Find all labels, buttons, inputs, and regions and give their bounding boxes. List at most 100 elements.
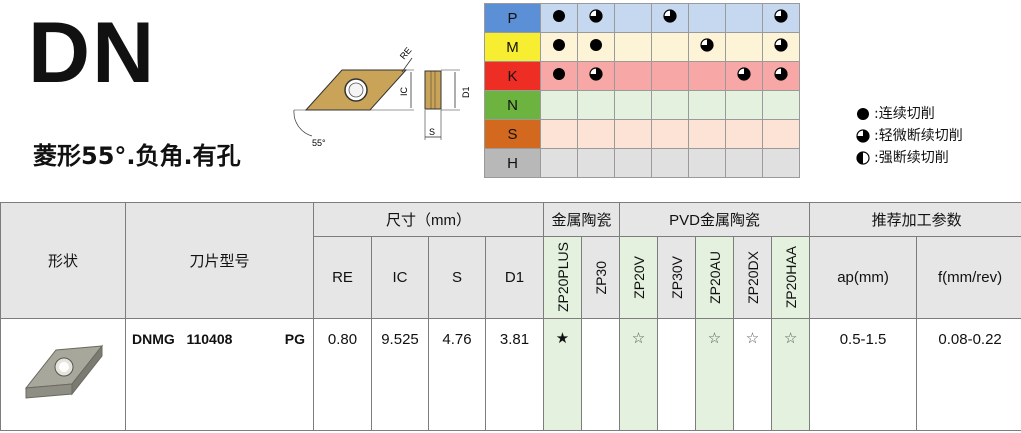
material-mark-cell xyxy=(614,32,652,62)
material-mark-cell xyxy=(651,3,689,33)
three-quarter-circle-icon xyxy=(663,9,677,23)
dim-header-d1: D1 xyxy=(485,236,544,319)
three-quarter-circle-icon xyxy=(774,9,788,23)
material-mark-cell xyxy=(762,148,800,178)
material-label: H xyxy=(484,148,541,178)
grade-header: ZP20HAA xyxy=(771,236,811,319)
model-code: DNMG 110408 xyxy=(132,331,233,347)
grade-header: ZP20PLUS xyxy=(543,236,582,319)
ic-label: IC xyxy=(399,86,409,96)
material-mark-cell xyxy=(540,148,578,178)
material-row-h: H xyxy=(484,148,800,178)
full-circle-icon xyxy=(857,108,869,120)
param-header: ap(mm) xyxy=(809,236,918,319)
material-mark-cell xyxy=(688,61,726,91)
legend: :连续切削 :轻微断续切削 :强断续切削 xyxy=(856,103,963,169)
material-mark-cell xyxy=(725,32,763,62)
grade-header: ZP20V xyxy=(619,236,659,319)
chipbreaker-code: PG xyxy=(284,331,305,347)
material-mark-cell xyxy=(688,148,726,178)
three-quarter-circle-icon xyxy=(774,38,788,52)
material-row-p: P xyxy=(484,3,800,33)
s-label: S xyxy=(429,127,435,137)
insert-code: DN xyxy=(28,5,157,101)
material-mark-cell xyxy=(762,119,800,149)
dim-header-re: RE xyxy=(313,236,372,319)
insert-description: 菱形55°.负角.有孔 xyxy=(33,142,241,170)
material-mark-cell xyxy=(725,90,763,120)
ap-value: 0.5-1.5 xyxy=(809,318,918,431)
material-mark-cell xyxy=(540,61,578,91)
grade-availability-cell: ☆ xyxy=(619,318,659,431)
material-mark-cell xyxy=(688,90,726,120)
grade-header: ZP30V xyxy=(657,236,697,319)
param-header: f(mm/rev) xyxy=(916,236,1021,319)
material-label: P xyxy=(484,3,541,33)
material-label: N xyxy=(484,90,541,120)
material-row-n: N xyxy=(484,90,800,120)
grade-availability-cell xyxy=(657,318,697,431)
full-circle-icon xyxy=(553,68,565,80)
material-mark-cell xyxy=(762,61,800,91)
material-mark-cell xyxy=(651,61,689,91)
insert-photo-icon xyxy=(24,344,104,399)
grade-availability-cell xyxy=(580,318,621,431)
material-mark-cell xyxy=(614,3,652,33)
material-mark-cell xyxy=(688,119,726,149)
legend-text: :连续切削 xyxy=(874,106,935,122)
material-mark-cell xyxy=(651,119,689,149)
cermet-header: 金属陶瓷 xyxy=(542,202,621,237)
insert-diagram: RE IC D1 S 55° xyxy=(293,45,471,148)
material-mark-cell xyxy=(651,148,689,178)
material-label: S xyxy=(484,119,541,149)
material-mark-cell xyxy=(577,61,615,91)
legend-item: :强断续切削 xyxy=(856,147,963,169)
grade-header: ZP20DX xyxy=(733,236,773,319)
legend-text: :强断续切削 xyxy=(874,150,949,166)
material-row-m: M xyxy=(484,32,800,62)
three-quarter-circle-icon xyxy=(737,67,751,81)
f-value: 0.08-0.22 xyxy=(916,318,1021,431)
dim-header-ic: IC xyxy=(371,236,429,319)
grade-availability-cell: ☆ xyxy=(733,318,773,431)
three-quarter-circle-icon xyxy=(589,9,603,23)
full-circle-icon xyxy=(590,39,602,51)
insert-photo xyxy=(0,318,126,431)
material-mark-cell xyxy=(725,148,763,178)
re-value: 0.80 xyxy=(313,318,372,431)
material-mark-cell xyxy=(577,3,615,33)
material-mark-cell xyxy=(725,119,763,149)
material-mark-cell xyxy=(762,90,800,120)
material-label: K xyxy=(484,61,541,91)
material-mark-cell xyxy=(540,90,578,120)
grade-header: ZP20AU xyxy=(695,236,735,319)
insert-side-view xyxy=(424,70,442,110)
angle-label: 55° xyxy=(312,138,326,148)
material-mark-cell xyxy=(577,90,615,120)
params-header: 推荐加工参数 xyxy=(809,202,1021,237)
material-mark-cell xyxy=(762,3,800,33)
grade-availability-cell: ★ xyxy=(543,318,582,431)
grade-availability-cell: ☆ xyxy=(695,318,735,431)
three-quarter-circle-icon xyxy=(589,67,603,81)
material-mark-cell xyxy=(614,148,652,178)
d1-value: 3.81 xyxy=(485,318,544,431)
full-circle-icon xyxy=(553,10,565,22)
dim-header-s: S xyxy=(428,236,486,319)
material-mark-cell xyxy=(762,32,800,62)
legend-text: :轻微断续切削 xyxy=(874,128,963,144)
material-mark-cell xyxy=(725,61,763,91)
material-row-s: S xyxy=(484,119,800,149)
material-mark-cell xyxy=(614,90,652,120)
material-mark-cell xyxy=(688,3,726,33)
material-mark-cell xyxy=(577,148,615,178)
ic-value: 9.525 xyxy=(371,318,429,431)
material-mark-cell xyxy=(540,119,578,149)
legend-item: :连续切削 xyxy=(856,103,963,125)
s-value: 4.76 xyxy=(428,318,486,431)
material-mark-cell xyxy=(614,119,652,149)
material-mark-cell xyxy=(614,61,652,91)
half-circle-icon xyxy=(856,151,870,165)
